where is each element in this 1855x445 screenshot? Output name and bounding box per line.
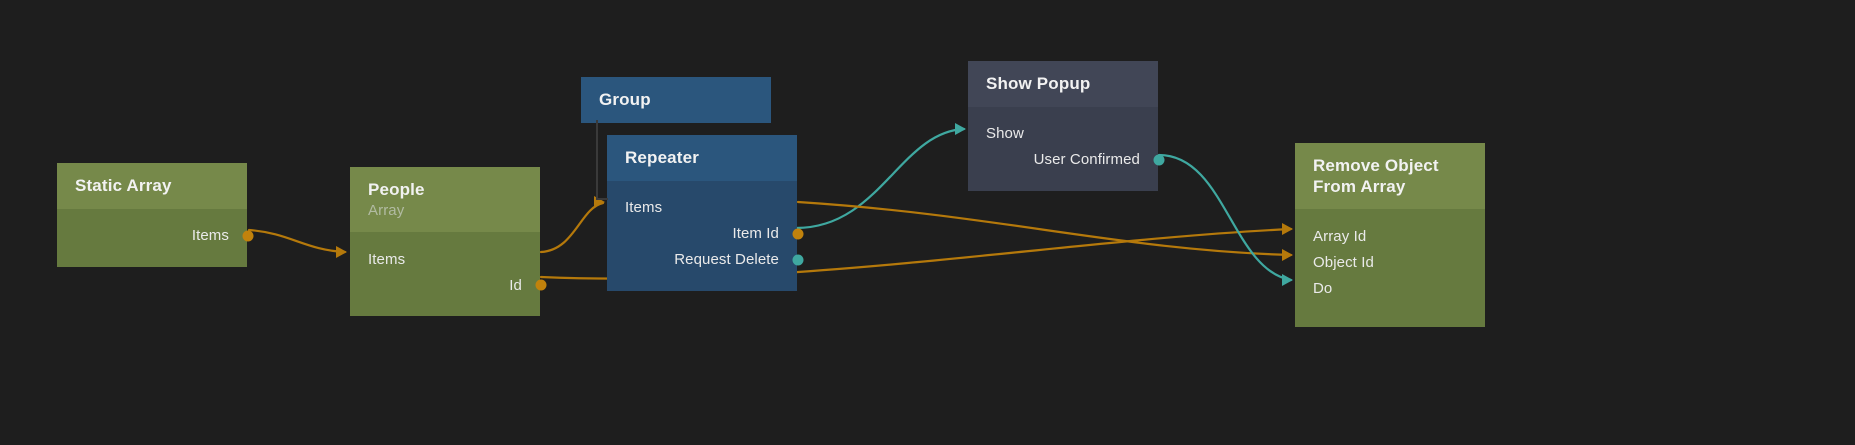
- port-in-object-id[interactable]: Object Id: [1295, 249, 1485, 275]
- node-title: Remove Object From Array: [1313, 156, 1439, 196]
- node-title: People: [368, 180, 425, 199]
- port-connector-dot[interactable]: [535, 279, 547, 291]
- port-label: Object Id: [1313, 253, 1374, 271]
- node-title: Show Popup: [986, 74, 1091, 93]
- node-header[interactable]: Show Popup: [968, 61, 1158, 107]
- port-in-items[interactable]: Items: [607, 195, 797, 221]
- port-in-items[interactable]: Items: [350, 246, 540, 272]
- port-out-id[interactable]: Id: [350, 272, 547, 298]
- port-label: Do: [1313, 279, 1333, 297]
- node-body: Items: [57, 208, 254, 267]
- port-out-request-delete[interactable]: Request Delete: [607, 247, 804, 273]
- group-child-connector: [596, 120, 598, 198]
- wire-repeater-request-delete-to-show-popup-show[interactable]: [794, 127, 966, 230]
- port-label: Items: [625, 199, 663, 217]
- node-header[interactable]: Static Array: [57, 163, 247, 209]
- port-label: Id: [509, 276, 522, 294]
- node-header[interactable]: Repeater: [607, 135, 797, 181]
- port-label: Request Delete: [674, 251, 779, 269]
- port-label: Show: [986, 125, 1024, 143]
- port-out-user-confirmed[interactable]: User Confirmed: [968, 147, 1165, 173]
- node-title: Static Array: [75, 176, 172, 195]
- port-in-show[interactable]: Show: [968, 121, 1158, 147]
- wire-repeater-request-delete-to-show-popup-show-arrowhead: [955, 123, 966, 135]
- wire-static-array-items-to-people-items[interactable]: [247, 228, 347, 254]
- port-label: User Confirmed: [1033, 151, 1140, 169]
- node-title: Repeater: [625, 148, 699, 167]
- port-label: Array Id: [1313, 227, 1367, 245]
- port-connector-dot[interactable]: [1153, 154, 1165, 166]
- node-body: Array Id Object Id Do: [1295, 209, 1485, 328]
- group-node[interactable]: Group: [581, 77, 771, 123]
- wire-people-items-to-repeater-items[interactable]: [539, 201, 605, 254]
- wire-static-array-items-to-people-items-arrowhead: [336, 246, 347, 258]
- port-label: Item Id: [732, 225, 779, 243]
- port-label: Items: [368, 250, 406, 268]
- port-out-item-id[interactable]: Item Id: [607, 221, 804, 247]
- wire-repeater-item-id-to-remove-object-object-id[interactable]: [796, 200, 1293, 257]
- node-subtitle: Array: [368, 201, 405, 219]
- wire-people-id-to-remove-object-array-id-arrowhead: [1282, 223, 1293, 235]
- port-in-array-id[interactable]: Array Id: [1295, 223, 1485, 249]
- port-label: Items: [191, 227, 229, 245]
- wire-repeater-item-id-to-remove-object-object-id-arrowhead: [1282, 249, 1293, 261]
- port-out-items[interactable]: Items: [57, 223, 254, 249]
- port-in-do[interactable]: Do: [1295, 275, 1485, 301]
- wire-show-popup-user-confirmed-to-remove-object-do-arrowhead: [1282, 274, 1293, 286]
- port-connector-dot[interactable]: [792, 254, 804, 266]
- node-header[interactable]: Group: [581, 77, 771, 123]
- port-connector-dot[interactable]: [242, 230, 254, 242]
- node-header[interactable]: Remove Object From Array: [1295, 143, 1485, 210]
- wire-show-popup-user-confirmed-to-remove-object-do[interactable]: [1157, 153, 1293, 282]
- node-title: Group: [599, 90, 651, 109]
- port-connector-dot[interactable]: [792, 228, 804, 240]
- group-child-connector-foot: [596, 198, 608, 200]
